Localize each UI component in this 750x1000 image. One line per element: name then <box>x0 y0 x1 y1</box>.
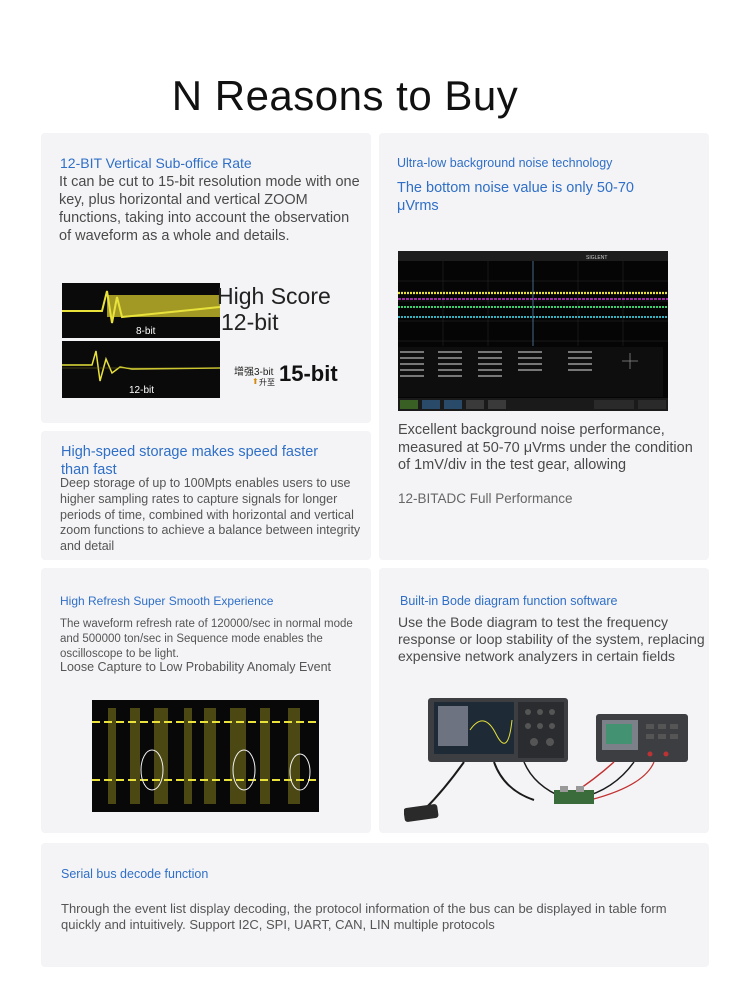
scope-brand: SIGLENT <box>586 255 607 261</box>
label-12bit: 12-bit <box>129 385 155 396</box>
card-bode-diagram: Built-in Bode diagram function software … <box>379 568 709 833</box>
card-heading: 12-BIT Vertical Sub-office Rate <box>60 155 252 171</box>
refresh-waveform-graphic <box>92 700 319 812</box>
noise-screen-graphic: SIGLENT <box>398 251 668 411</box>
card-heading: Ultra-low background noise technology <box>397 156 613 170</box>
enhance-label: 增强3-bit <box>234 367 274 378</box>
waveform-12bit-graphic <box>62 341 220 398</box>
card-12bit-resolution: 12-BIT Vertical Sub-office Rate It can b… <box>41 133 371 423</box>
upgrade-label: 升至 <box>259 378 275 387</box>
arrow-up-icon: ⬆ <box>252 377 259 386</box>
label-8bit: 8-bit <box>136 326 156 337</box>
high-score-line2: 12-bit <box>221 309 279 335</box>
card-heading: High-speed storage makes speed faster th… <box>61 444 319 479</box>
card-body-adc: 12-BITADC Full Performance <box>398 491 573 506</box>
page-title: N Reasons to Buy <box>171 72 519 120</box>
card-body: Deep storage of up to 100Mpts enables us… <box>60 476 361 553</box>
card-low-noise: Ultra-low background noise technology Th… <box>379 133 709 560</box>
card-body: Excellent background noise performance, … <box>398 422 693 474</box>
high-score-line1: High Score <box>217 283 331 309</box>
card-subheading: The bottom noise value is only 50-70 μVr… <box>397 180 634 215</box>
card-serial-decode: Serial bus decode function Through the e… <box>41 843 709 967</box>
bit15-label: 15-bit <box>279 361 338 386</box>
waveform-12bit-image <box>62 341 220 398</box>
waveform-8bit-image <box>62 283 220 338</box>
waveform-refresh-image <box>92 700 319 812</box>
card-high-refresh: High Refresh Super Smooth Experience The… <box>41 568 371 833</box>
bode-setup-photo <box>404 698 688 822</box>
card-high-speed-storage: High-speed storage makes speed faster th… <box>41 431 371 560</box>
card-body: The waveform refresh rate of 120000/sec … <box>60 618 353 660</box>
card-heading: Serial bus decode function <box>61 867 209 881</box>
card-body: Use the Bode diagram to test the frequen… <box>398 614 705 665</box>
card-heading: Built-in Bode diagram function software <box>400 594 618 608</box>
card-body-capture: Loose Capture to Low Probability Anomaly… <box>60 660 331 674</box>
oscilloscope-noise-screenshot: SIGLENT <box>398 251 668 411</box>
card-body: It can be cut to 15-bit resolution mode … <box>59 174 360 245</box>
card-heading: High Refresh Super Smooth Experience <box>60 594 274 608</box>
waveform-8bit-graphic <box>62 283 220 338</box>
card-body: Through the event list display decoding,… <box>61 901 667 933</box>
